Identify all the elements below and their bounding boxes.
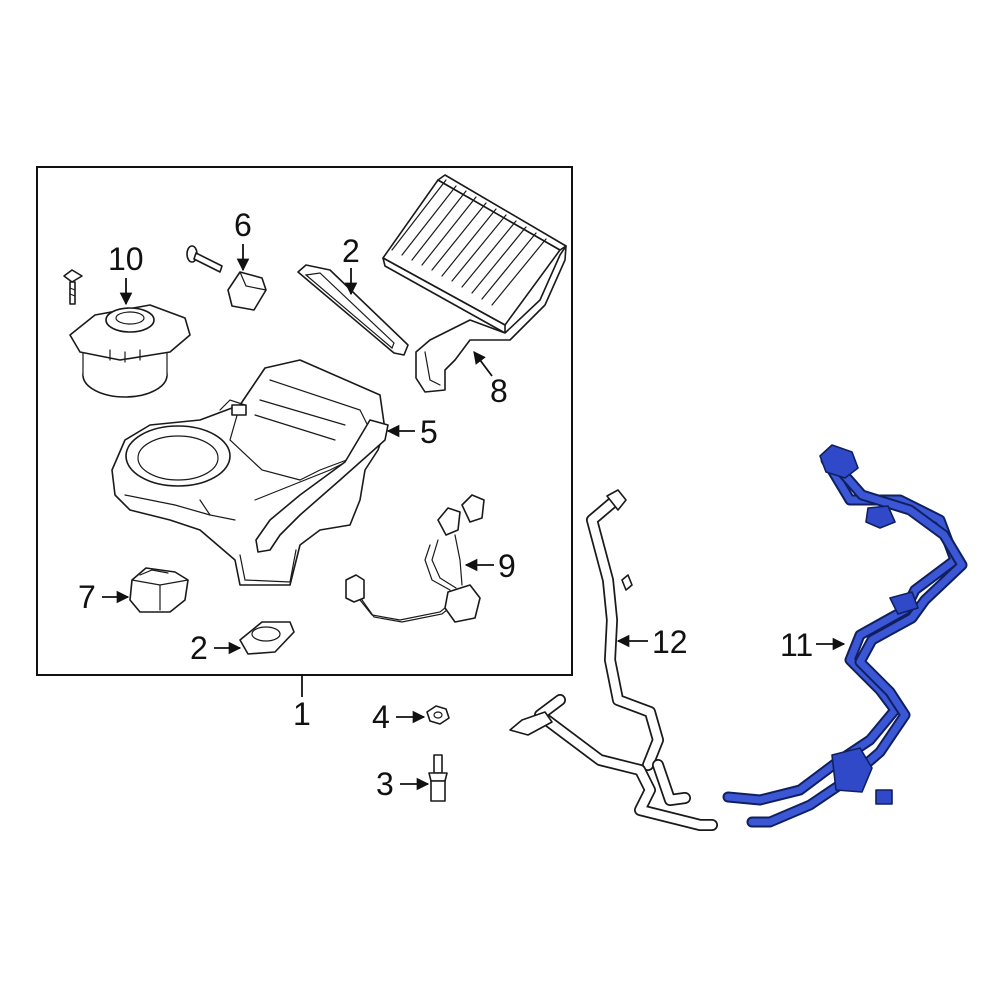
callout-11: 11: [780, 627, 813, 663]
wiring-harness-part[interactable]: [345, 494, 485, 623]
assembly-frame: [36, 166, 573, 676]
callout-8: 8: [490, 373, 508, 409]
callout-10: 10: [108, 241, 144, 277]
stud-part[interactable]: [428, 754, 448, 802]
seal-gasket-part[interactable]: [297, 264, 409, 356]
callout-3: 3: [376, 766, 394, 802]
callout-6: 6: [234, 207, 252, 243]
hvac-case-part[interactable]: [111, 359, 389, 586]
grommet-part[interactable]: [239, 621, 295, 655]
callout-5: 5: [420, 414, 438, 450]
evaporator-core-part[interactable]: [382, 174, 567, 393]
callout-9: 9: [498, 548, 516, 584]
callout-1: 1: [293, 696, 311, 732]
leader-8: [473, 350, 493, 377]
callout-2-lower: 2: [190, 630, 208, 666]
refrigerant-line-part[interactable]: [722, 444, 968, 828]
callout-4: 4: [372, 699, 390, 735]
heater-hose-part[interactable]: [509, 489, 718, 831]
callout-7: 7: [78, 579, 96, 615]
blower-motor-part[interactable]: [69, 304, 191, 398]
screw-part[interactable]: [63, 269, 83, 305]
nut-part[interactable]: [426, 705, 450, 725]
callout-12: 12: [652, 624, 688, 660]
actuator-part[interactable]: [186, 245, 267, 311]
control-module-part[interactable]: [129, 567, 189, 613]
callout-2-upper: 2: [342, 233, 360, 269]
